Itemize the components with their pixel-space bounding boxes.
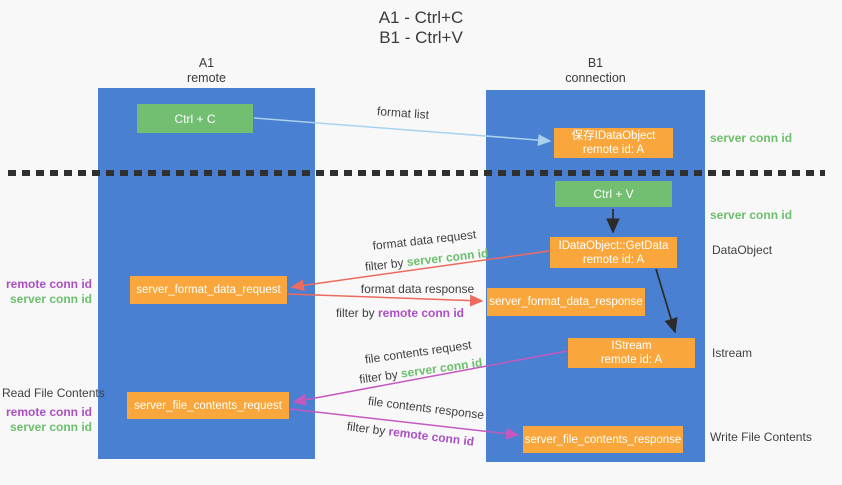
annotation-dataobject: DataObject (712, 243, 773, 257)
label-format-data-response-filter: filter by remote conn id (335, 306, 465, 320)
node-getdata-line1: IDataObject::GetData (558, 239, 669, 252)
node-istream: IStream remote id: A (568, 338, 695, 368)
annotation-istream: Istream (712, 346, 753, 360)
node-server-file-contents-response: server_file_contents_response (523, 426, 683, 453)
node-idataobject-getdata: IDataObject::GetData remote id: A (550, 237, 677, 268)
title-line-1: A1 - Ctrl+C (378, 8, 464, 27)
label-file-contents-request: file contents request filter by server c… (340, 332, 499, 391)
filter-by-text: filter by (346, 419, 387, 438)
node-save-idataobject-line2: remote id: A (582, 144, 645, 156)
node-istream-line1: IStream (611, 340, 652, 352)
node-ctrl-c: Ctrl + C (137, 104, 253, 133)
annotation-server-conn-id-file: server conn id (9, 420, 92, 434)
node-server-format-data-response: server_format_data_response (487, 288, 645, 316)
node-ctrl-v-label: Ctrl + V (593, 187, 634, 201)
lane-header-b1: B1 connection (486, 56, 705, 86)
node-server-file-contents-response-label: server_file_contents_response (524, 433, 682, 446)
diagram-title: A1 - Ctrl+C B1 - Ctrl+V (0, 8, 842, 48)
filter-by-text: filter by (335, 306, 375, 320)
lane-a1-name: A1 (198, 56, 215, 70)
node-save-idataobject: 保存IDataObject remote id: A (554, 128, 673, 158)
label-file-contents-response-filter: filter by remote conn id (343, 419, 479, 449)
lane-b1-subtitle: connection (565, 71, 626, 85)
remote-conn-id-text: remote conn id (378, 306, 465, 320)
filter-by-text: filter by (358, 367, 399, 387)
remote-conn-id-text: remote conn id (387, 424, 475, 449)
label-format-data-request: format data request filter by server con… (341, 221, 509, 279)
annotation-read-file-contents: Read File Contents (2, 386, 105, 400)
node-ctrl-c-label: Ctrl + C (174, 111, 216, 126)
node-ctrl-v: Ctrl + V (555, 181, 672, 207)
annotation-write-file-contents: Write File Contents (710, 430, 812, 444)
annotation-remote-conn-id-file: remote conn id (5, 405, 92, 419)
lane-b1-name: B1 (587, 56, 604, 70)
lane-header-a1: A1 remote (98, 56, 315, 86)
title-line-2: B1 - Ctrl+V (379, 28, 463, 47)
node-server-format-data-request-label: server_format_data_request (136, 284, 281, 296)
annotation-server-conn-id-top: server conn id (710, 131, 793, 145)
node-getdata-line2: remote id: A (582, 253, 645, 266)
session-divider-line (8, 170, 825, 176)
annotation-server-conn-id-format: server conn id (9, 292, 92, 306)
label-file-contents-response: file contents response (367, 393, 485, 423)
node-server-format-data-response-label: server_format_data_response (489, 296, 643, 308)
annotation-server-conn-id-mid: server conn id (710, 208, 793, 222)
node-save-idataobject-line1: 保存IDataObject (571, 130, 656, 142)
node-server-format-data-request: server_format_data_request (130, 276, 287, 304)
lane-a1-subtitle: remote (187, 71, 226, 85)
annotation-remote-conn-id-format: remote conn id (5, 277, 92, 291)
node-server-file-contents-request: server_file_contents_request (127, 392, 289, 419)
label-format-data-response: format data response (360, 282, 475, 296)
label-format-list: format list (376, 104, 430, 122)
filter-by-text: filter by (364, 255, 405, 274)
node-istream-line2: remote id: A (600, 354, 663, 366)
node-server-file-contents-request-label: server_file_contents_request (134, 399, 282, 412)
